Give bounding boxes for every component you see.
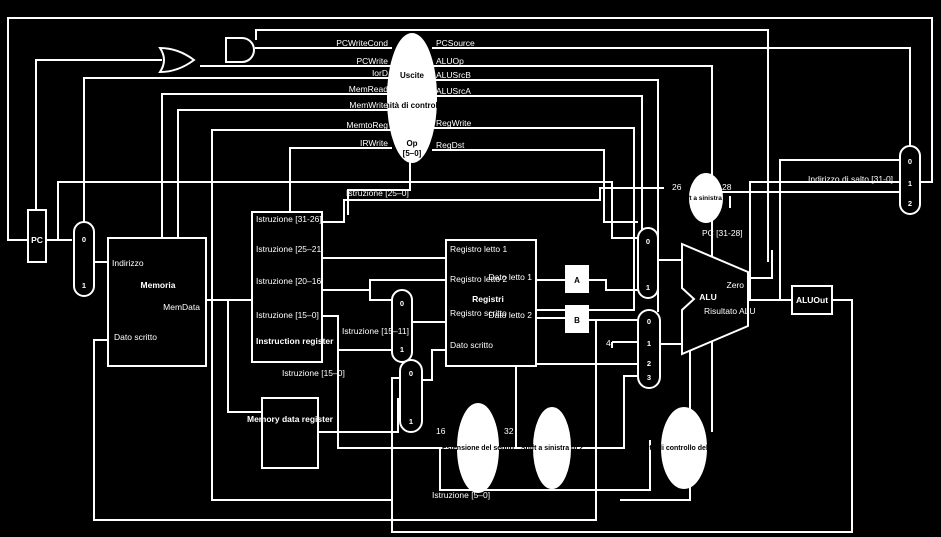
label-istr-25-0: Istruzione [25–0] — [346, 188, 409, 198]
svg-text:0: 0 — [647, 317, 651, 326]
mux-alusrca: 0 1 — [637, 227, 659, 299]
label-jump-address: Indirizzo di salto [31-0] — [808, 174, 893, 184]
svg-text:1: 1 — [409, 417, 413, 426]
memory-memdata-label: MemData — [163, 302, 200, 312]
or-gate — [158, 46, 196, 74]
signal-pcwrite: PCWrite — [357, 56, 389, 66]
pc-label: PC — [31, 235, 43, 245]
svg-text:ALUOut: ALUOut — [796, 295, 828, 305]
signal-alusrcb: ALUSrcB — [436, 70, 471, 80]
control-title: Unità di controllo — [379, 101, 445, 110]
control-unit: Uscite Unità di controllo Op [5–0] — [379, 33, 445, 163]
instruction-register: Istruzione [31-26] Istruzione [25–21] Is… — [251, 211, 334, 363]
svg-text:3: 3 — [647, 373, 651, 382]
signal-pcwritecond: PCWriteCond — [336, 38, 388, 48]
control-signal-labels: PCWriteCond PCWrite IorD MemRead MemWrit… — [336, 38, 475, 150]
memory-write-data-label: Dato scritto — [114, 332, 157, 342]
signal-pcsource: PCSource — [436, 38, 475, 48]
signal-irwrite: IRWrite — [360, 138, 388, 148]
control-op-range: [5–0] — [403, 149, 422, 158]
wire-labels: Istruzione [25–0] Istruzione [15–11] Ist… — [282, 174, 893, 500]
svg-text:0: 0 — [409, 369, 413, 378]
svg-text:Shift a sinistra di 2: Shift a sinistra di 2 — [521, 445, 583, 452]
register-file: Registro letto 1 Registro letto 2 Regist… — [445, 239, 537, 367]
svg-text:A: A — [574, 276, 580, 285]
shift-left-2-branch: Shift a sinistra di 2 — [521, 407, 583, 489]
svg-text:B: B — [574, 316, 580, 325]
ir-field-25-21: Istruzione [25–21] — [256, 244, 324, 254]
svg-text:Estensione del segno: Estensione del segno — [442, 445, 514, 452]
reg-read2-label: Registro letto 2 — [450, 274, 507, 284]
label-pc-31-28: PC [31-28] — [702, 228, 743, 238]
label-width-32: 32 — [504, 426, 514, 436]
signal-memread: MemRead — [349, 84, 388, 94]
register-b: B — [565, 305, 589, 333]
and-gate — [225, 37, 255, 63]
alu: ALU Zero Risultato ALU — [681, 242, 756, 356]
control-uscite-label: Uscite — [400, 71, 425, 80]
reg-title: Registri — [472, 294, 504, 304]
label-width-26: 26 — [672, 182, 682, 192]
label-width-28: 28 — [722, 182, 732, 192]
label-istr-15-0: Istruzione [15–0] — [282, 368, 345, 378]
alu-title: ALU — [699, 292, 716, 302]
svg-text:0: 0 — [908, 157, 912, 166]
mux-memtoreg: 0 1 — [399, 359, 423, 433]
signal-memwrite: MemWrite — [349, 100, 388, 110]
mdr-title: Memory data register — [247, 414, 334, 424]
control-op-label: Op — [406, 139, 417, 148]
mux-regdst: 0 1 — [391, 289, 413, 363]
svg-text:2: 2 — [647, 359, 651, 368]
svg-text:1: 1 — [82, 281, 86, 290]
memory-data-register: Memory data register — [247, 397, 334, 469]
signal-regwrite: RegWrite — [436, 118, 472, 128]
svg-text:Unità di controllo della ALU: Unità di controllo della ALU — [638, 445, 730, 452]
memory-unit: Indirizzo Memoria MemData Dato scritto — [107, 237, 207, 367]
svg-text:0: 0 — [646, 237, 650, 246]
signal-iord: IorD — [372, 68, 388, 78]
shift-left-2-jump: Shift a sinistra di 2 — [677, 173, 735, 223]
label-width-16: 16 — [436, 426, 446, 436]
svg-text:2: 2 — [908, 199, 912, 208]
label-istr-15-11: Istruzione [15–11] — [342, 326, 409, 336]
reg-read1-label: Registro letto 1 — [450, 244, 507, 254]
pc-register: PC — [27, 209, 47, 263]
mux-alusrcb: 0 1 2 3 — [637, 309, 661, 389]
svg-text:0: 0 — [400, 299, 404, 308]
ir-field-20-16: Istruzione [20–16] — [256, 276, 324, 286]
register-a: A — [565, 265, 589, 293]
signal-alusrca: ALUSrcA — [436, 86, 471, 96]
reg-write-reg-label: Registro scritto — [450, 308, 507, 318]
svg-text:1: 1 — [400, 345, 404, 354]
mux-iord: 0 1 — [73, 221, 95, 297]
signal-regdst: RegDst — [436, 140, 465, 150]
aluout-register: ALUOut — [791, 285, 833, 315]
reg-write-data-label: Dato scritto — [450, 340, 493, 350]
svg-text:1: 1 — [908, 179, 912, 188]
alu-zero-label: Zero — [727, 280, 745, 290]
memory-address-label: Indirizzo — [112, 258, 144, 268]
sign-extend: Estensione del segno — [442, 403, 514, 493]
reg-data2-label: Dato letto 2 — [489, 310, 533, 320]
label-istr-5-0: Istruzione [5–0] — [432, 490, 490, 500]
alu-result-label: Risultato ALU — [704, 306, 756, 316]
mux-pcsource: 0 1 2 — [899, 145, 921, 215]
wires — [7, 17, 933, 533]
signal-aluop: ALUOp — [436, 56, 464, 66]
reg-data1-label: Dato letto 1 — [489, 272, 533, 282]
svg-text:1: 1 — [646, 283, 650, 292]
ir-title: Instruction register — [256, 336, 334, 346]
constant-four: 4 — [606, 338, 611, 348]
signal-memtoreg: MemtoReg — [346, 120, 388, 130]
ir-field-31-26: Istruzione [31-26] — [256, 214, 322, 224]
ir-field-15-0: Istruzione [15–0] — [256, 310, 319, 320]
alu-control-unit: Unità di controllo della ALU — [638, 407, 730, 489]
svg-text:0: 0 — [82, 235, 86, 244]
svg-text:1: 1 — [647, 339, 651, 348]
svg-text:Shift a sinistra di 2: Shift a sinistra di 2 — [677, 195, 735, 202]
memory-title: Memoria — [141, 280, 176, 290]
